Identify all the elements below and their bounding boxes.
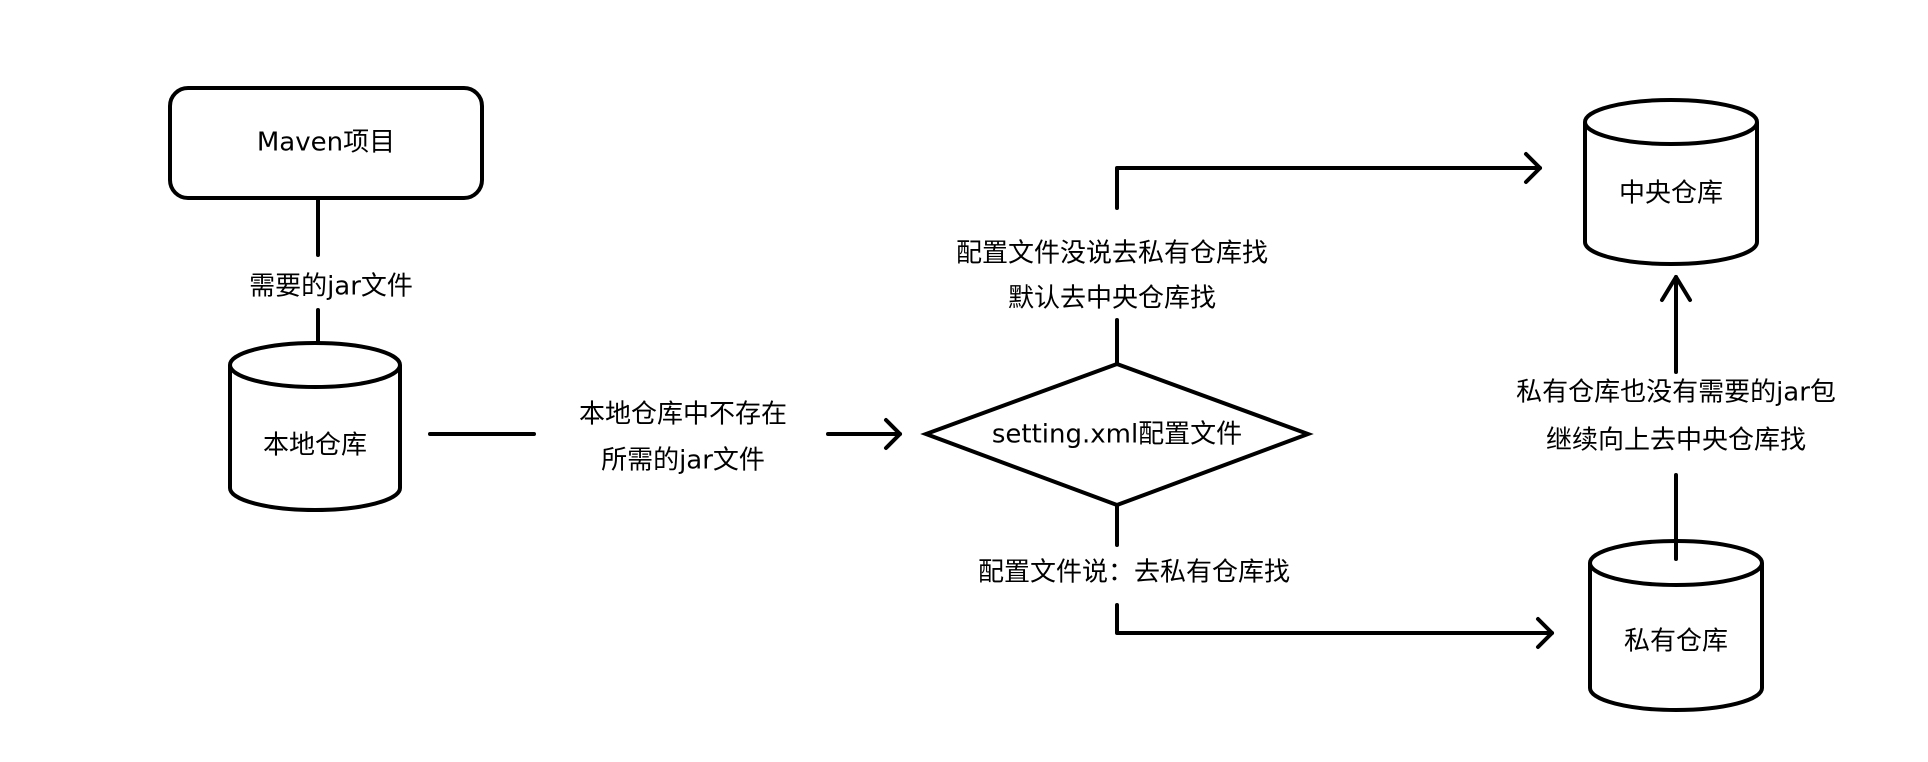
setting-xml-label: setting.xml配置文件 xyxy=(992,420,1242,450)
edge-setting-to-central-path xyxy=(1115,166,1542,210)
edge-private-to-central-label-line2: 继续向上去中央仓库找 xyxy=(1546,426,1806,456)
edge-private-to-central-label-line1: 私有仓库也没有需要的jar包 xyxy=(1516,378,1836,408)
edge-local-to-setting-label-line1: 本地仓库中不存在 xyxy=(579,400,787,430)
local-repo-cylinder xyxy=(228,341,402,512)
edge-setting-to-private-arrowhead xyxy=(1536,617,1554,649)
edge-local-to-setting-label-line2: 所需的jar文件 xyxy=(601,446,765,476)
maven-project-box xyxy=(168,86,484,200)
edge-setting-to-private-path xyxy=(1115,603,1554,635)
edge-private-to-central-arrowhead xyxy=(1660,275,1692,302)
private-repo-label: 私有仓库 xyxy=(1624,627,1728,657)
edge-setting-to-private-label: 配置文件说：去私有仓库找 xyxy=(978,558,1290,588)
central-repo-label: 中央仓库 xyxy=(1619,179,1723,209)
private-repo-cylinder xyxy=(1588,539,1764,712)
edge-setting-to-central-label-line2: 默认去中央仓库找 xyxy=(1008,284,1216,314)
local-repo-label: 本地仓库 xyxy=(263,431,367,461)
edge-maven-to-local-label: 需要的jar文件 xyxy=(249,272,413,302)
edge-local-to-setting-arrowhead xyxy=(884,418,902,450)
edge-setting-to-central-label-line1: 配置文件没说去私有仓库找 xyxy=(956,239,1268,269)
maven-project-label: Maven项目 xyxy=(257,128,395,158)
central-repo-cylinder xyxy=(1583,98,1759,266)
edge-setting-to-central-arrowhead xyxy=(1524,152,1542,184)
